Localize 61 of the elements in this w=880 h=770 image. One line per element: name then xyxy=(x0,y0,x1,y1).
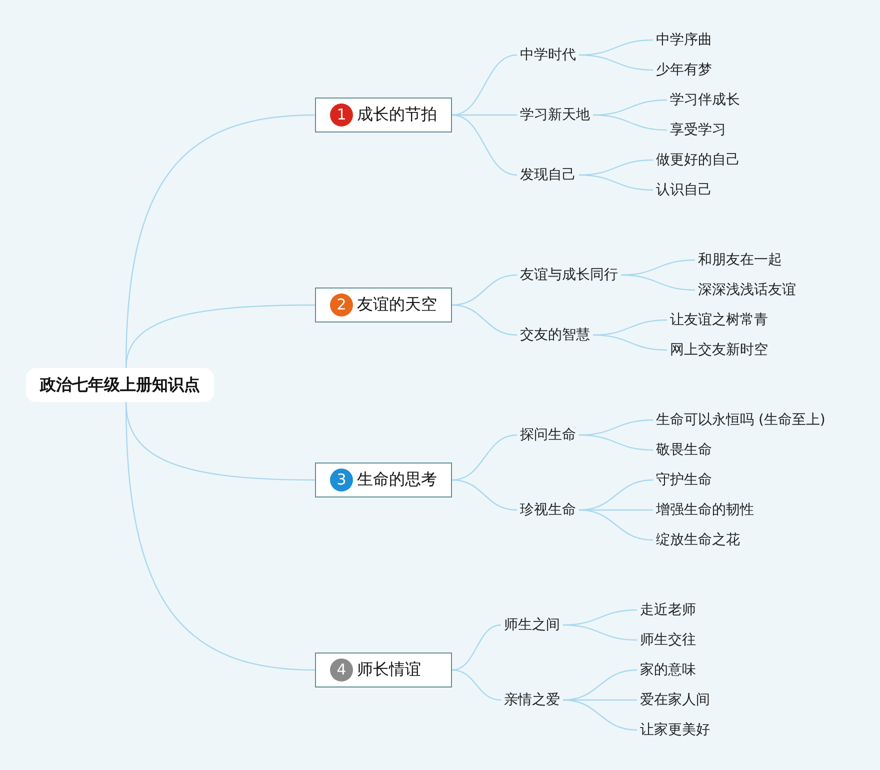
subtopic-label: 绽放生命之花 xyxy=(653,529,743,551)
subtopic-label: 深深浅浅话友谊 xyxy=(695,279,799,301)
subtopic-label: 和朋友在一起 xyxy=(695,249,785,271)
branch-line xyxy=(592,334,668,351)
subtopic-label: 中学时代 xyxy=(517,44,579,66)
subtopic-label: 学习伴成长 xyxy=(667,89,743,111)
subtopic-label: 少年有梦 xyxy=(653,59,715,81)
branch-line xyxy=(452,304,518,336)
branch-line xyxy=(452,54,518,116)
branch-line xyxy=(125,402,316,671)
branch-line xyxy=(562,624,638,641)
subtopic-label: 发现自己 xyxy=(517,164,579,186)
subtopic-label: 师生之间 xyxy=(501,614,563,636)
subtopic-label: 亲情之爱 xyxy=(501,689,563,711)
subtopic-label: 师生交往 xyxy=(637,629,699,651)
subtopic-label: 珍视生命 xyxy=(517,499,579,521)
topic-box xyxy=(315,288,452,322)
topic-label: 成长的节拍 xyxy=(357,104,437,126)
number-badge: 2 xyxy=(330,294,353,316)
branch-line xyxy=(620,274,696,291)
subtopic-label: 探问生命 xyxy=(517,424,579,446)
branch-line xyxy=(592,114,668,131)
topic-label: 师长情谊 xyxy=(357,660,421,680)
branch-line xyxy=(452,274,518,306)
subtopic-label: 敬畏生命 xyxy=(653,439,715,461)
subtopic-label: 让友谊之树常青 xyxy=(667,309,771,331)
branch-line xyxy=(578,54,654,71)
branch-line xyxy=(578,174,654,191)
subtopic-label: 享受学习 xyxy=(667,119,729,141)
subtopic-label: 爱在家人间 xyxy=(637,689,713,711)
subtopic-label: 生命可以永恒吗 (生命至上) xyxy=(653,409,828,431)
subtopic-label: 友谊与成长同行 xyxy=(517,264,621,286)
number-badge: 3 xyxy=(330,468,353,492)
branch-line xyxy=(578,509,654,541)
subtopic-label: 中学序曲 xyxy=(653,29,715,51)
subtopic-label: 增强生命的韧性 xyxy=(653,499,757,521)
topic-box xyxy=(315,98,452,132)
branch-line xyxy=(452,669,502,701)
number-badge: 4 xyxy=(330,658,353,682)
branch-line xyxy=(452,479,518,511)
subtopic-label: 做更好的自己 xyxy=(653,149,743,171)
branch-line xyxy=(578,434,654,451)
subtopic-label: 交友的智慧 xyxy=(517,324,593,346)
topic-box xyxy=(315,652,452,688)
subtopic-label: 家的意味 xyxy=(637,659,699,681)
number-badge: 1 xyxy=(330,104,353,126)
branch-line xyxy=(125,304,315,368)
branch-line xyxy=(562,699,638,731)
subtopic-label: 认识自己 xyxy=(653,179,715,201)
branch-line xyxy=(452,624,502,671)
subtopic-label: 让家更美好 xyxy=(637,719,713,741)
topic-label: 友谊的天空 xyxy=(357,294,437,316)
topic-box xyxy=(315,462,452,498)
central-topic: 政治七年级上册知识点 xyxy=(26,368,214,402)
subtopic-label: 学习新天地 xyxy=(517,104,593,126)
subtopic-label: 网上交友新时空 xyxy=(667,339,771,361)
subtopic-label: 走近老师 xyxy=(637,599,699,621)
branch-line xyxy=(452,114,518,176)
branch-line xyxy=(578,479,654,511)
subtopic-label: 守护生命 xyxy=(653,469,715,491)
topic-label: 生命的思考 xyxy=(357,470,437,490)
